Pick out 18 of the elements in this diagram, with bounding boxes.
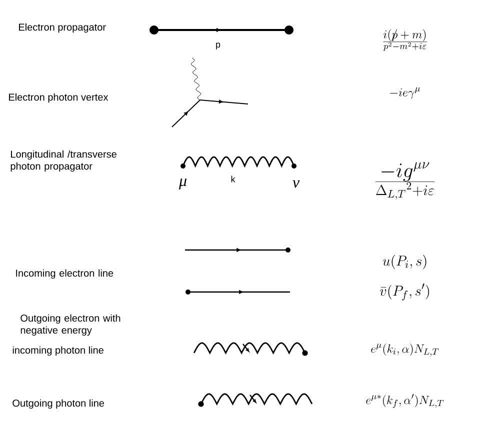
index-label: μ [178, 178, 186, 190]
row-label: Longitudinal /transverse photon propagator [10, 150, 116, 172]
formula: $\bar{v}(P_{f},s')$ [380, 284, 430, 300]
formula: $e^{\mu}(k_{i},\alpha)N_{L,T}$ [371, 344, 439, 356]
formula: $u(P_{i},s)$ [382, 254, 426, 270]
index-label: ν [292, 180, 300, 188]
formula: $i(p\!\!\!/+m) \over p^{2}-m^{2}+i\varepsilon$ [383, 29, 427, 51]
row-label: Electron photon vertex [9, 93, 108, 103]
formula: $e^{\mu *}(k_{f},\alpha')N_{L,T}$ [366, 394, 444, 408]
formula: $-ig^{\mu\nu} \over {\Delta_{L,T}}^{2}+i\varepsilon$ [376, 162, 434, 200]
formula: $-ie\gamma^{\mu}$ [390, 87, 420, 99]
row-label: Outgoing electron with negative energy [20, 314, 120, 336]
row-label: incoming photon line [12, 346, 104, 356]
momentum-label: k [231, 176, 236, 182]
row-label: Incoming electron line [16, 269, 114, 279]
row-label: Outgoing photon line [12, 399, 104, 409]
momentum-label: p [216, 42, 220, 50]
row-label: Electron propagator [19, 23, 106, 33]
